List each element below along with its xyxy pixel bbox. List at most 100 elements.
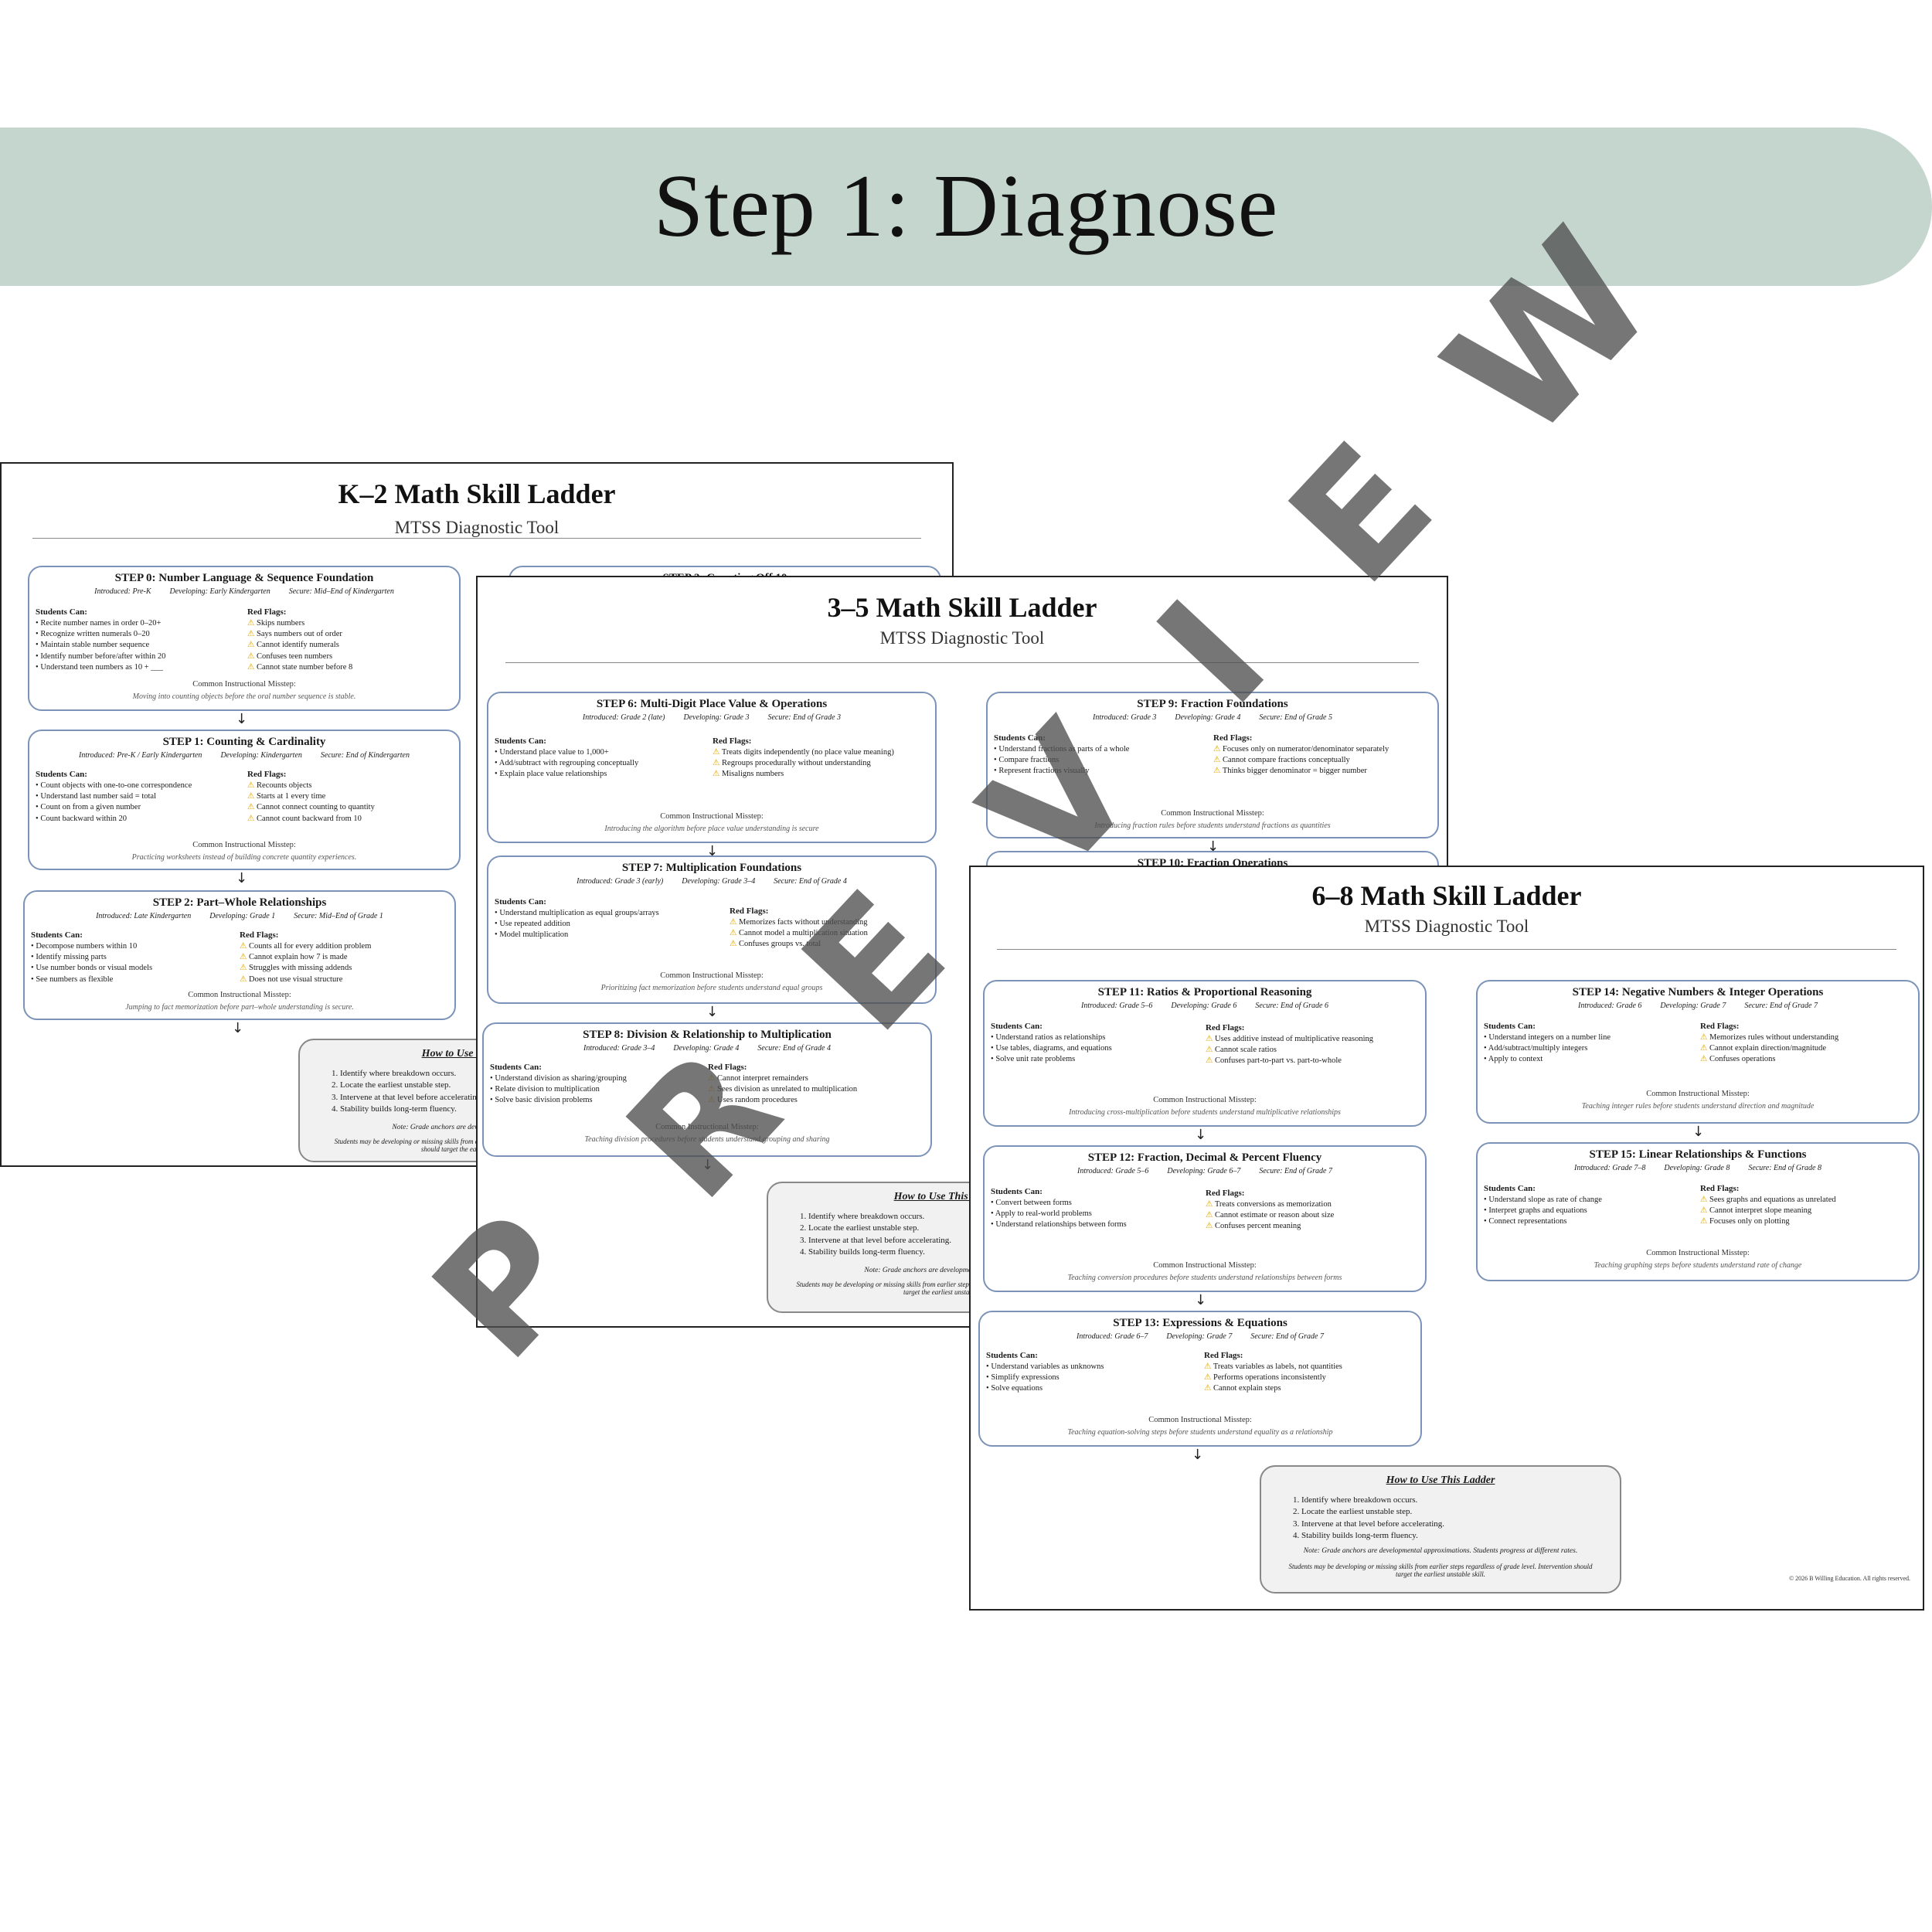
students-can-label: Students Can:: [986, 1351, 1038, 1360]
list-item: Use number bonds or visual models: [31, 963, 233, 974]
anchor-secure: Secure: Mid–End of Kindergarten: [288, 587, 394, 596]
red-flag-item: Memorizes facts without understanding: [730, 917, 932, 928]
students-can-list: Understand integers on a number line Add…: [1484, 1032, 1692, 1066]
red-flag-item: Uses random procedures: [708, 1095, 929, 1106]
how-to-step: Intervene at that level before accelerat…: [340, 1092, 483, 1104]
anchor-developing: Developing: Grade 7: [1660, 1002, 1726, 1010]
students-can-list: Understand place value to 1,000+ Add/sub…: [495, 747, 703, 781]
list-item: Understand place value to 1,000+: [495, 747, 703, 758]
misstep-text: Introducing fraction rules before studen…: [1094, 821, 1331, 830]
misstep-text: Practicing worksheets instead of buildin…: [131, 853, 357, 862]
how-to-note-2: Students may be developing or missing sk…: [1288, 1563, 1593, 1578]
red-flag-item: Performs operations inconsistently: [1204, 1372, 1413, 1383]
grade-anchors: Introduced: Pre-K Developing: Early Kind…: [29, 587, 459, 596]
students-can-list: Count objects with one-to-one correspond…: [36, 781, 238, 825]
students-can-label: Students Can:: [994, 733, 1046, 743]
how-to-step: Intervene at that level before accelerat…: [1301, 1519, 1444, 1530]
how-to-step: Stability builds long-term fluency.: [1301, 1530, 1444, 1542]
anchor-introduced: Introduced: Late Kindergarten: [96, 912, 192, 920]
step-card: STEP 13: Expressions & Equations Introdu…: [978, 1311, 1422, 1447]
red-flags-label: Red Flags:: [1700, 1184, 1740, 1193]
grade-anchors: Introduced: Grade 5–6 Developing: Grade …: [985, 1167, 1425, 1175]
anchor-secure: Secure: End of Grade 8: [1748, 1164, 1821, 1172]
red-flags-list: Treats conversions as memorization Canno…: [1206, 1199, 1414, 1233]
step-card: STEP 11: Ratios & Proportional Reasoning…: [983, 980, 1427, 1127]
red-flag-item: Confuses groups vs. total: [730, 939, 932, 950]
list-item: Recognize written numerals 0–20: [36, 629, 244, 640]
step-title: STEP 13: Expressions & Equations: [1113, 1317, 1287, 1329]
list-item: Count objects with one-to-one correspond…: [36, 781, 238, 791]
misstep-label: Common Instructional Misstep:: [655, 1123, 759, 1131]
misstep-text: Jumping to fact memorization before part…: [125, 1003, 354, 1012]
step-title: STEP 8: Division & Relationship to Multi…: [583, 1029, 832, 1041]
list-item: Solve basic division problems: [490, 1095, 699, 1106]
red-flags-list: Treats variables as labels, not quantiti…: [1204, 1362, 1413, 1395]
red-flags-label: Red Flags:: [1206, 1189, 1245, 1198]
misstep-label: Common Instructional Misstep:: [1153, 1261, 1257, 1270]
red-flags-list: Treats digits independently (no place va…: [713, 747, 929, 781]
misstep-text: Moving into counting objects before the …: [132, 692, 356, 701]
sheet-title: 6–8 Math Skill Ladder: [1311, 880, 1582, 911]
step-card: STEP 2: Part–Whole Relationships Introdu…: [23, 890, 456, 1020]
red-flag-item: Misaligns numbers: [713, 769, 929, 780]
misstep-text: Teaching equation-solving steps before s…: [1067, 1428, 1333, 1437]
banner-title: Step 1: Diagnose: [653, 157, 1279, 256]
red-flag-item: Focuses only on numerator/denominator se…: [1213, 744, 1406, 755]
how-to-title: How to Use This Ladder: [1386, 1475, 1495, 1486]
students-can-label: Students Can:: [31, 930, 83, 940]
grade-anchors: Introduced: Pre-K / Early Kindergarten D…: [29, 751, 459, 760]
step-card: STEP 6: Multi-Digit Place Value & Operat…: [487, 692, 937, 843]
anchor-introduced: Introduced: Grade 3 (early): [577, 877, 664, 886]
red-flag-item: Treats digits independently (no place va…: [713, 747, 929, 758]
how-to-step: Stability builds long-term fluency.: [808, 1247, 951, 1258]
list-item: Recite number names in order 0–20+: [36, 618, 244, 629]
misstep-label: Common Instructional Misstep:: [192, 841, 296, 849]
list-item: Maintain stable number sequence: [36, 640, 244, 651]
sheet-divider: [505, 662, 1419, 663]
misstep-text: Teaching division procedures before stud…: [584, 1135, 830, 1144]
students-can-list: Understand variables as unknowns Simplif…: [986, 1362, 1195, 1395]
list-item: See numbers as flexible: [31, 975, 233, 985]
misstep-label: Common Instructional Misstep:: [1153, 1096, 1257, 1104]
list-item: Understand multiplication as equal group…: [495, 908, 719, 919]
list-item: Count on from a given number: [36, 802, 238, 813]
red-flags-label: Red Flags:: [247, 770, 287, 779]
students-can-label: Students Can:: [1484, 1022, 1536, 1031]
students-can-label: Students Can:: [36, 607, 87, 617]
step-title: STEP 6: Multi-Digit Place Value & Operat…: [596, 698, 828, 710]
sheet-subtitle: MTSS Diagnostic Tool: [1364, 917, 1529, 936]
red-flag-item: Cannot compare fractions conceptually: [1213, 755, 1406, 766]
anchor-introduced: Introduced: Grade 2 (late): [582, 713, 665, 722]
list-item: Apply to real-world problems: [991, 1209, 1199, 1219]
step-card: STEP 9: Fraction Foundations Introduced:…: [986, 692, 1439, 838]
red-flags-label: Red Flags:: [240, 930, 279, 940]
step-title: STEP 7: Multiplication Foundations: [621, 862, 802, 874]
down-arrow-icon: ↓: [1195, 1292, 1207, 1308]
list-item: Solve unit rate problems: [991, 1054, 1199, 1065]
red-flag-item: Regroups procedurally without understand…: [713, 758, 929, 769]
red-flag-item: Cannot identify numerals: [247, 640, 456, 651]
how-to-step: Identify where breakdown occurs.: [1301, 1495, 1444, 1506]
down-arrow-icon: ↓: [706, 1004, 719, 1020]
students-can-label: Students Can:: [36, 770, 87, 779]
list-item: Explain place value relationships: [495, 769, 703, 780]
list-item: Model multiplication: [495, 930, 719, 940]
red-flags-label: Red Flags:: [247, 607, 287, 617]
how-to-step: Identify where breakdown occurs.: [808, 1211, 951, 1223]
list-item: Use repeated addition: [495, 919, 719, 930]
anchor-developing: Developing: Grade 3: [683, 713, 750, 722]
students-can-list: Understand ratios as relationships Use t…: [991, 1032, 1199, 1066]
red-flag-item: Cannot estimate or reason about size: [1206, 1210, 1414, 1221]
list-item: Understand last number said = total: [36, 791, 238, 802]
how-to-steps: Identify where breakdown occurs. Locate …: [1267, 1495, 1444, 1543]
anchor-secure: Secure: Mid–End of Grade 1: [294, 912, 383, 920]
anchor-secure: Secure: End of Grade 7: [1744, 1002, 1818, 1010]
down-arrow-icon: ↓: [702, 1157, 714, 1173]
red-flag-item: Memorizes rules without understanding: [1700, 1032, 1909, 1043]
how-to-steps: Identify where breakdown occurs. Locate …: [306, 1068, 483, 1116]
red-flag-item: Confuses part-to-part vs. part-to-whole: [1206, 1056, 1414, 1066]
grade-anchors: Introduced: Grade 6 Developing: Grade 7 …: [1478, 1002, 1918, 1010]
step-card: STEP 8: Division & Relationship to Multi…: [482, 1022, 932, 1157]
copyright: © 2026 B Willing Education. All rights r…: [1789, 1575, 1910, 1582]
list-item: Identify missing parts: [31, 952, 233, 963]
